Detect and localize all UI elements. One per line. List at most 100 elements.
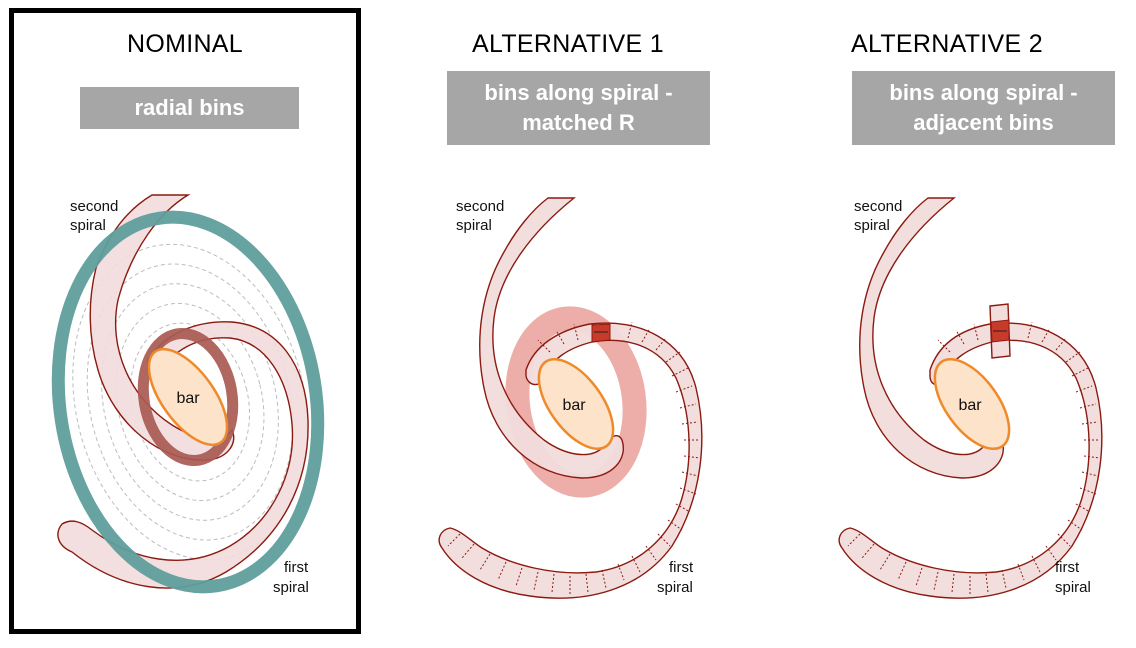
first-spiral xyxy=(838,322,1103,599)
alt2-method-line1: bins along spiral - xyxy=(889,80,1078,105)
bin-divider xyxy=(861,543,875,559)
bin-divider xyxy=(667,519,683,531)
nominal-title: NOMINAL xyxy=(126,30,243,58)
bin-divider xyxy=(1045,545,1057,561)
first-spiral xyxy=(57,321,309,589)
bin-divider xyxy=(1081,421,1099,425)
dark-radial-bin xyxy=(137,328,239,466)
alt1-method-line2: matched R xyxy=(522,110,635,135)
bin-divider xyxy=(1057,533,1071,547)
alt1-method-line1: bins along spiral - xyxy=(484,80,673,105)
spiral-bin-dividers xyxy=(847,321,1101,594)
bin-divider xyxy=(679,487,697,495)
bin-divider xyxy=(847,533,861,547)
bin-divider xyxy=(665,351,681,363)
bin-divider xyxy=(915,567,923,587)
bin-divider xyxy=(681,421,699,425)
bin-divider xyxy=(675,385,693,393)
panel-alternative-2: ALTERNATIVE 2 bins along spiral - adjace… xyxy=(758,0,1136,648)
bin-divider xyxy=(1075,385,1093,393)
bin-divider xyxy=(1001,569,1007,589)
second-spiral-label-1: second xyxy=(854,198,902,215)
panel-alternative-1: ALTERNATIVE 1 bins along spiral - matche… xyxy=(378,0,758,648)
bin-divider xyxy=(645,545,657,561)
bin-divider xyxy=(533,571,539,591)
second-spiral-label-1: second xyxy=(456,198,504,215)
bin-divider xyxy=(973,323,979,341)
bin-divider xyxy=(1055,337,1067,351)
radial-bin-ring xyxy=(115,302,265,502)
bar-label: bar xyxy=(176,390,200,407)
bin-divider xyxy=(551,573,555,593)
alt2-diagram: bar second spiral first spiral xyxy=(838,197,1103,599)
bin-divider xyxy=(683,455,701,459)
nominal-frame xyxy=(9,8,361,634)
second-spiral-label-2: spiral xyxy=(854,217,890,234)
alt2-method-box: bins along spiral - adjacent bins xyxy=(852,71,1115,145)
nominal-method-text: radial bins xyxy=(134,95,245,120)
alt2-title: ALTERNATIVE 2 xyxy=(851,30,1043,58)
bin-divider xyxy=(447,533,461,547)
first-spiral-label-1: first xyxy=(284,559,309,576)
bin-divider xyxy=(937,339,951,353)
bin-divider xyxy=(671,367,689,377)
bar-label: bar xyxy=(562,397,586,414)
bin-divider xyxy=(1031,555,1041,573)
bin-divider xyxy=(657,533,671,547)
bin-divider xyxy=(1041,327,1051,343)
bin-divider xyxy=(479,553,491,571)
bin-divider xyxy=(1017,563,1025,581)
bin-divider xyxy=(1075,503,1091,513)
first-spiral-label-1: first xyxy=(669,559,694,576)
panel-nominal: NOMINAL radial bins bar second spiral fi… xyxy=(0,0,378,648)
bin-divider xyxy=(985,573,989,593)
bin-divider xyxy=(515,567,523,587)
alt2-method-line2: adjacent bins xyxy=(913,110,1054,135)
bin-divider xyxy=(897,561,907,581)
bin-divider xyxy=(555,329,565,345)
bar-label: bar xyxy=(958,397,982,414)
bin-divider xyxy=(655,337,667,351)
alt1-title: ALTERNATIVE 1 xyxy=(472,30,664,58)
bin-divider xyxy=(631,555,641,573)
bin-divider xyxy=(1065,351,1081,363)
bin-divider xyxy=(537,339,551,353)
bar-ellipse xyxy=(147,347,229,447)
second-spiral-label-1: second xyxy=(70,198,118,215)
second-spiral-label-2: spiral xyxy=(70,217,106,234)
second-spiral xyxy=(89,194,235,461)
second-spiral-label-2: spiral xyxy=(456,217,492,234)
alt1-method-box: bins along spiral - matched R xyxy=(447,71,710,145)
teal-radial-bin xyxy=(51,210,325,594)
highlighted-bin xyxy=(591,323,611,343)
first-spiral-label-2: spiral xyxy=(1055,579,1091,596)
bin-divider xyxy=(879,553,891,571)
bin-divider xyxy=(681,471,699,477)
bin-divider xyxy=(1081,471,1099,477)
second-spiral xyxy=(479,197,624,479)
bin-divider xyxy=(1079,487,1097,495)
bin-divider xyxy=(1083,455,1101,459)
bin-divider xyxy=(497,561,507,581)
bin-divider xyxy=(461,543,475,559)
bin-divider xyxy=(933,571,939,591)
first-spiral-label-1: first xyxy=(1055,559,1080,576)
radial-bin-ring xyxy=(101,283,279,521)
bin-divider xyxy=(627,321,633,339)
bin-divider xyxy=(585,573,589,593)
first-spiral-label-2: spiral xyxy=(273,579,309,596)
bin-divider xyxy=(1027,321,1033,339)
bin-divider xyxy=(1071,367,1089,377)
radial-bin-ring xyxy=(72,243,308,561)
matched-r-ring xyxy=(505,306,647,498)
bin-divider xyxy=(1067,519,1083,531)
bin-divider xyxy=(641,327,651,343)
bin-divider xyxy=(951,573,955,593)
nominal-method-box: radial bins xyxy=(80,87,299,129)
bin-divider xyxy=(679,403,697,409)
nominal-diagram: bar second spiral first spiral xyxy=(51,194,325,596)
first-spiral-label-2: spiral xyxy=(657,579,693,596)
first-spiral xyxy=(438,322,703,599)
bin-divider xyxy=(955,329,965,345)
bin-divider xyxy=(1079,403,1097,409)
